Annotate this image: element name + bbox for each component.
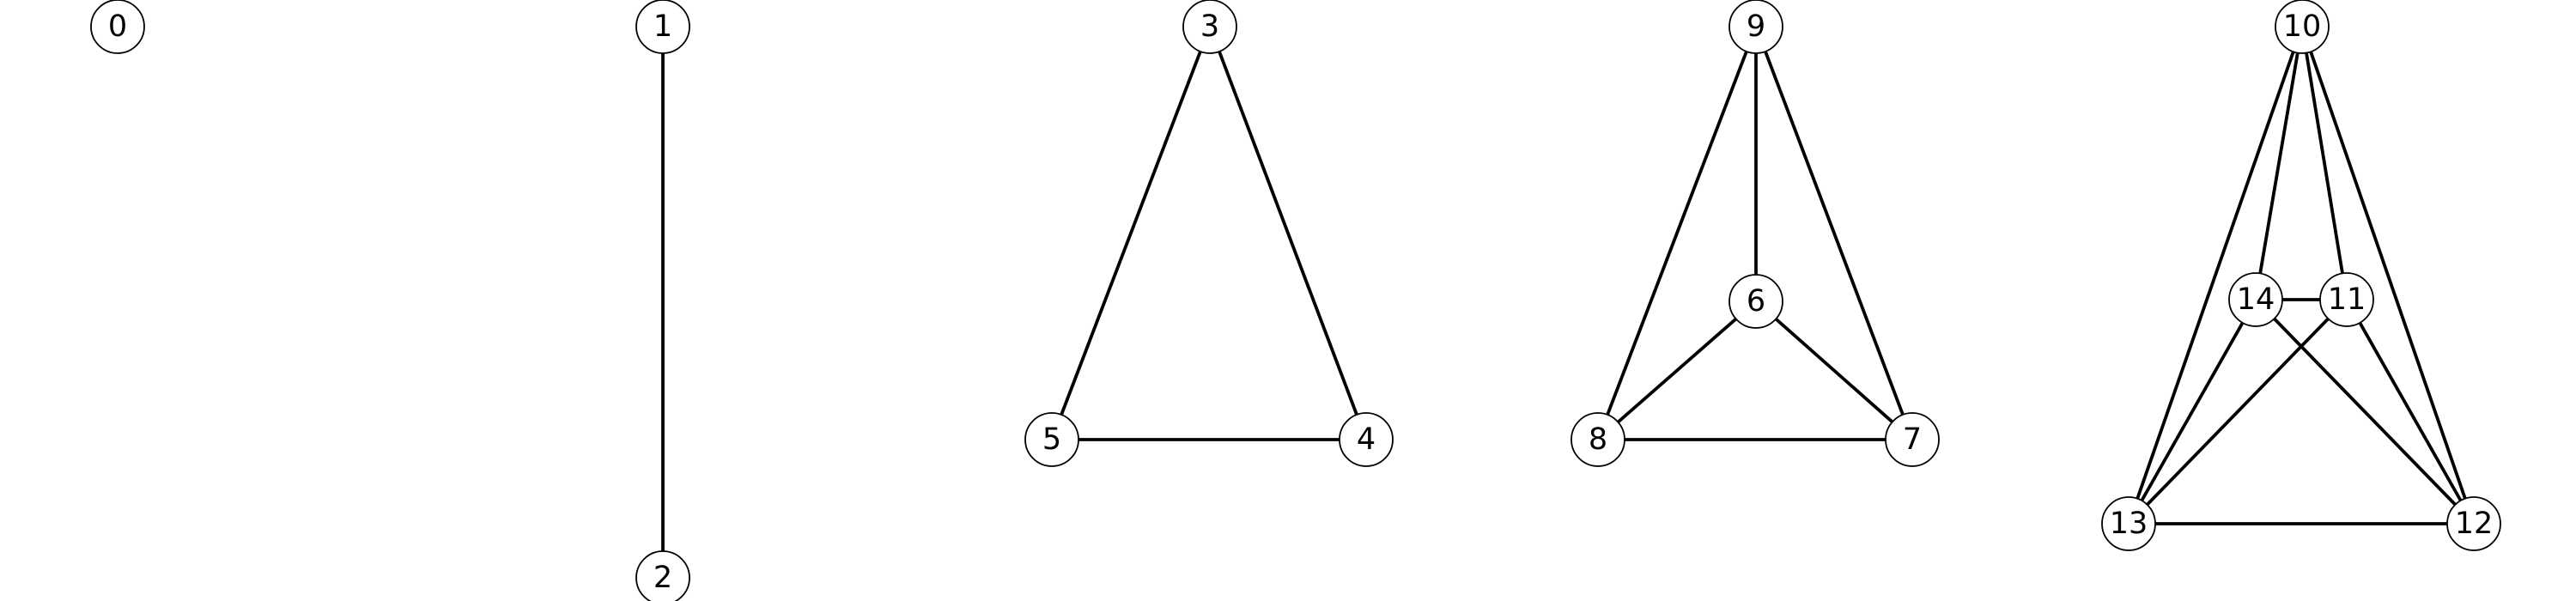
node-label: 6 <box>1747 284 1765 319</box>
node-circle <box>635 0 690 54</box>
node-10: 10 <box>2275 0 2330 54</box>
node-label: 10 <box>2283 9 2322 44</box>
node-2: 2 <box>635 550 690 601</box>
node-4: 4 <box>1339 412 1394 467</box>
edge-10-13 <box>2127 25 2304 525</box>
node-circle <box>2275 0 2330 54</box>
node-circle <box>2446 496 2501 551</box>
node-7: 7 <box>1885 412 1940 467</box>
node-circle <box>1728 0 1783 54</box>
node-circle <box>1885 412 1940 467</box>
edge-10-12 <box>2300 25 2476 525</box>
node-circle <box>1182 0 1237 54</box>
node-label: 5 <box>1042 422 1061 457</box>
edge-10-11 <box>2300 25 2348 301</box>
edge-9-8 <box>1596 25 1758 441</box>
node-1: 1 <box>635 0 690 54</box>
node-label: 12 <box>2455 507 2494 541</box>
node-5: 5 <box>1024 412 1079 467</box>
node-label: 11 <box>2328 282 2366 317</box>
edge-11-13 <box>2127 298 2348 525</box>
node-circle <box>1571 412 1625 467</box>
node-label: 0 <box>108 9 127 44</box>
node-14: 14 <box>2228 272 2283 327</box>
node-circle <box>635 550 690 601</box>
node-13: 13 <box>2101 496 2156 551</box>
node-label: 3 <box>1200 9 1219 44</box>
node-6: 6 <box>1728 274 1783 329</box>
node-3: 3 <box>1182 0 1237 54</box>
edge-3-5 <box>1050 25 1212 441</box>
node-label: 8 <box>1589 422 1607 457</box>
node-label: 14 <box>2237 282 2275 317</box>
edge-9-7 <box>1754 25 1914 441</box>
node-label: 4 <box>1357 422 1376 457</box>
node-circle <box>2228 272 2283 327</box>
edge-10-14 <box>2254 25 2304 301</box>
node-circle <box>90 0 145 54</box>
edges-layer <box>661 25 2476 580</box>
edge-6-7 <box>1754 300 1914 441</box>
node-circle <box>2319 272 2374 327</box>
node-circle <box>1024 412 1079 467</box>
node-12: 12 <box>2446 496 2501 551</box>
node-label: 13 <box>2110 507 2148 541</box>
node-circle <box>2101 496 2156 551</box>
node-label: 7 <box>1903 422 1922 457</box>
node-circle <box>1728 274 1783 329</box>
node-label: 2 <box>653 561 672 595</box>
node-11: 11 <box>2319 272 2374 327</box>
node-label: 1 <box>653 9 672 44</box>
node-0: 0 <box>90 0 145 54</box>
node-label: 9 <box>1747 9 1765 44</box>
edge-3-4 <box>1208 25 1368 441</box>
node-8: 8 <box>1571 412 1625 467</box>
edge-6-8 <box>1596 300 1758 441</box>
node-9: 9 <box>1728 0 1783 54</box>
edge-11-12 <box>2345 298 2476 525</box>
node-circle <box>1339 412 1394 467</box>
edge-13-14 <box>2127 298 2257 525</box>
edge-12-14 <box>2254 298 2476 525</box>
